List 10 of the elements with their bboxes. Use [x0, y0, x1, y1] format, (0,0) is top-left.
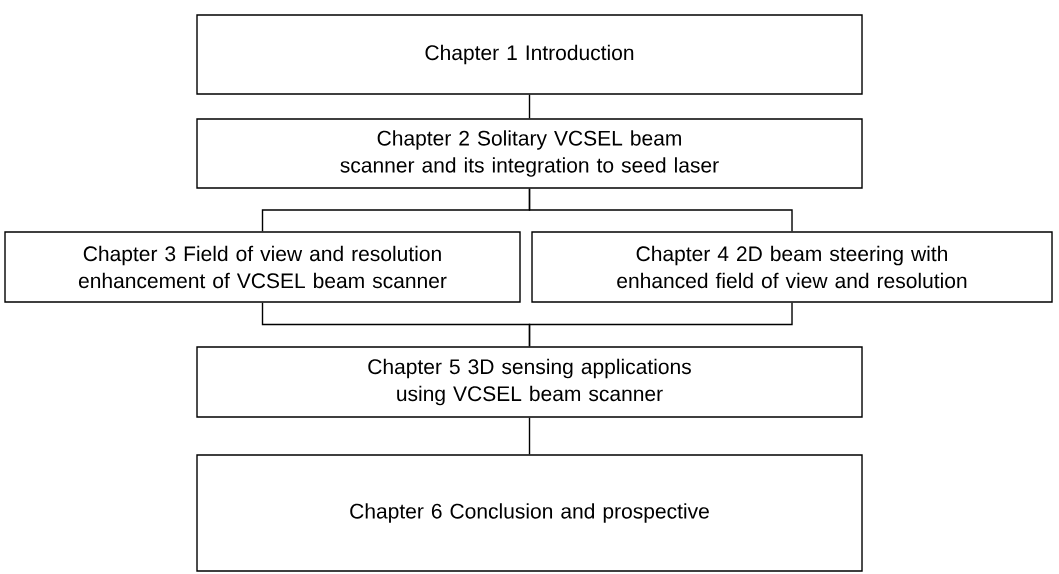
- chapter-box: Chapter 4 2D beam steering with enhanced field of view and resolution: [531, 231, 1053, 303]
- connector-line: [528, 302, 793, 347]
- connector-line: [528, 188, 793, 232]
- chapter-box: Chapter 6 Conclusion and prospective: [196, 454, 863, 572]
- chapter-box: Chapter 3 Field of view and resolution enhancement of VCSEL beam scanner: [4, 231, 521, 303]
- connector-line: [528, 417, 531, 455]
- chapter-box: Chapter 1 Introduction: [196, 14, 863, 95]
- chapter-box: Chapter 2 Solitary VCSEL beam scanner and its integration to seed laser: [196, 118, 863, 189]
- connector-line: [528, 94, 531, 119]
- chapter-box: Chapter 5 3D sensing applications using VCSEL beam scanner: [196, 346, 863, 418]
